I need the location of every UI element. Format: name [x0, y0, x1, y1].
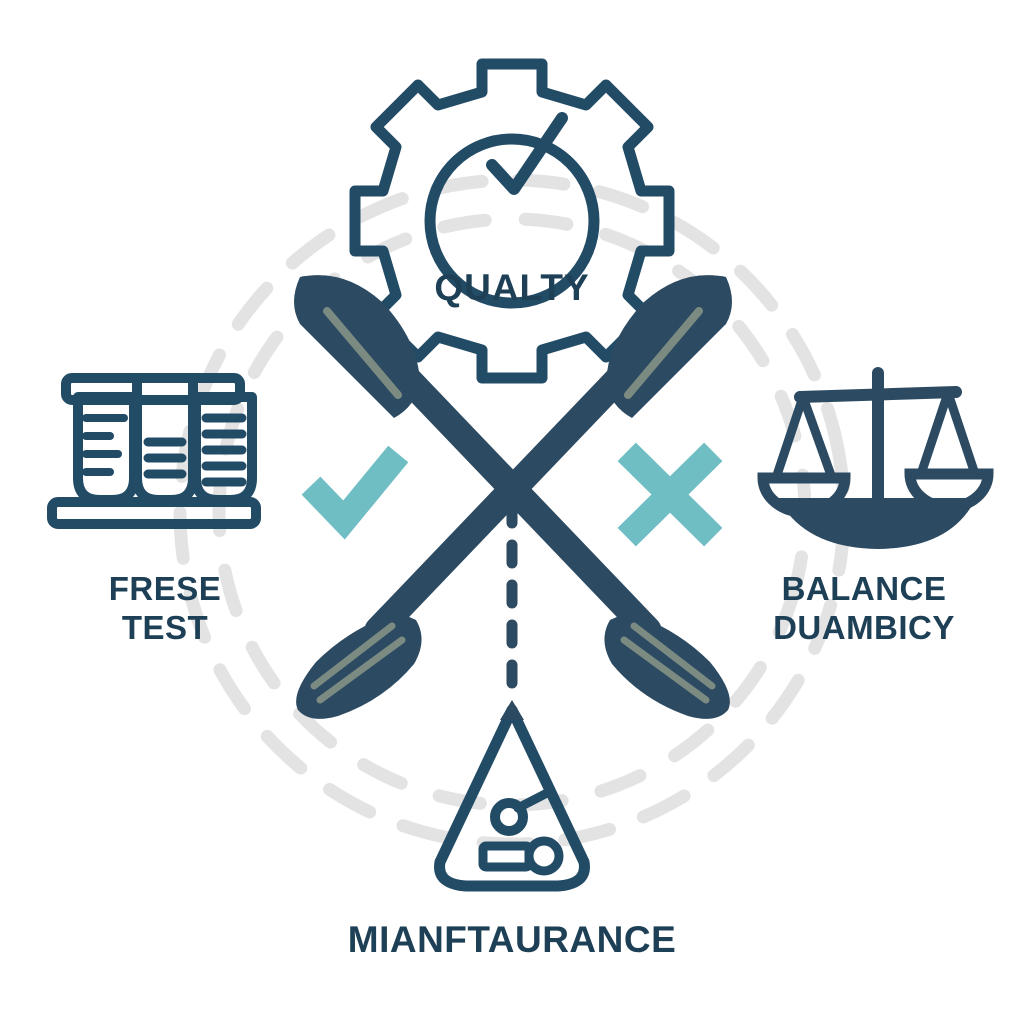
test-tube-2-graduations — [143, 437, 187, 479]
paddle-ne-sw[interactable] — [296, 275, 732, 719]
label-balance-line-2: DUAMBICY — [773, 608, 955, 646]
maintenance-cone-icon[interactable] — [434, 704, 590, 892]
cone-gauge-needle — [513, 788, 552, 813]
gear-outline-icon — [349, 58, 675, 384]
check-mark — [301, 445, 409, 540]
paddle-blade-bottom-left-spine-1 — [316, 636, 406, 704]
paddle-blade-bottom-right — [604, 612, 730, 719]
cone-button-circle — [524, 836, 564, 876]
test-tube-3-graduations — [201, 413, 247, 487]
balance-scale-icon[interactable] — [757, 367, 994, 549]
scale-right-strings — [916, 391, 980, 476]
paddle-blade-top-right-spine — [624, 307, 703, 399]
test-tube-3 — [191, 392, 257, 505]
test-tube-1-graduations — [82, 414, 128, 476]
label-maintenance: MIANFTAURANCE — [0, 918, 1024, 962]
gear-checkmark-icon — [486, 112, 568, 195]
scale-left-strings — [771, 395, 837, 480]
dashed-vertical-connector — [500, 499, 524, 720]
paddle-blade-bottom-left-spine-2 — [310, 622, 396, 690]
paddle-blade-bottom-right-spine-2 — [630, 622, 716, 690]
label-quality: QUALTY — [0, 266, 1024, 310]
scale-base — [778, 498, 976, 549]
paddle-shaft-ne-sw — [364, 338, 658, 644]
test-tubes-rack-icon[interactable] — [47, 373, 261, 529]
paddle-blade-top-left-spine — [323, 307, 402, 399]
cross-mark — [617, 442, 723, 547]
label-test: FRESE TEST — [20, 570, 310, 648]
paddle-blade-bottom-right-spine-1 — [620, 636, 710, 704]
scale-beam — [794, 386, 962, 403]
gear-inner-circle-icon — [424, 133, 600, 309]
label-balance: BALANCE DUAMBICY — [714, 570, 1014, 648]
label-test-line-2: TEST — [121, 608, 209, 646]
label-balance-line-1: BALANCE — [781, 570, 947, 607]
label-quality-line-1: QUALTY — [434, 267, 590, 308]
paddle-blade-bottom-left — [296, 612, 422, 719]
label-test-line-1: FRESE — [108, 570, 222, 607]
gear-check-icon[interactable] — [349, 58, 675, 384]
label-maintenance-line-1: MIANFTAURANCE — [347, 919, 677, 960]
cone-gauge-dial — [490, 798, 528, 836]
cone-outline — [434, 704, 590, 892]
